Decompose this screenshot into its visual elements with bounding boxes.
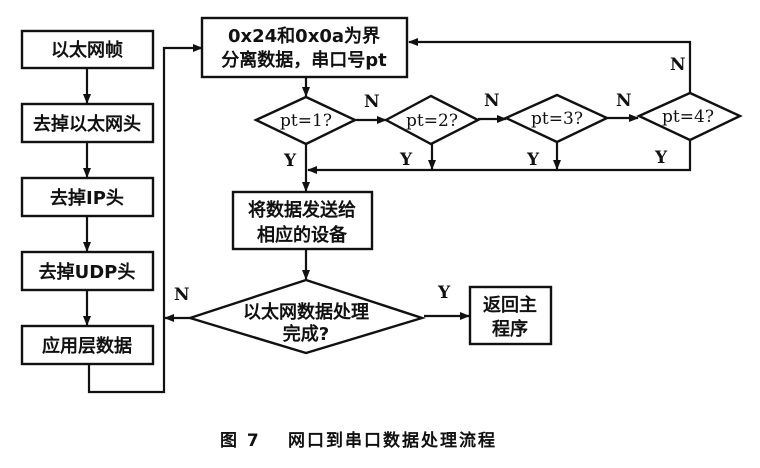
decision-pt1: pt=1? [253, 95, 358, 146]
box-app-data: 应用层数据 [20, 324, 155, 366]
label-pt4-no: N [670, 55, 686, 75]
decision-pt4-label: pt=4? [662, 107, 714, 127]
box-strip-udp: 去掉UDP头 [20, 250, 155, 292]
decision-pt4: pt=4? [636, 91, 743, 142]
box-separate-line2: 分离数据，串口号pt [221, 49, 387, 71]
decision-pt1-label: pt=1? [280, 111, 332, 131]
box-separate-line1: 0x24和0x0a为界 [228, 25, 380, 47]
box-strip-eth-label: 去掉以太网头 [33, 113, 141, 135]
merge-line-yes [307, 140, 692, 174]
decision-pt2-label: pt=2? [406, 111, 458, 131]
figure-title: 网口到串口数据处理流程 [288, 430, 497, 451]
label-pt1-yes: Y [283, 151, 297, 171]
box-app-data-label: 应用层数据 [42, 335, 132, 357]
decision-pt3-label: pt=3? [531, 109, 583, 129]
box-strip-eth: 去掉以太网头 [20, 102, 155, 144]
box-eth-frame-label: 以太网帧 [51, 39, 123, 61]
label-pt2-yes: Y [399, 150, 413, 170]
label-pt1-no: N [364, 92, 380, 112]
box-return-line2: 程序 [492, 318, 528, 340]
box-send-line1: 将数据发送给 [248, 199, 356, 221]
label-pt2-no: N [484, 91, 500, 111]
decision-done-line2: 完成? [283, 323, 329, 345]
label-pt4-yes: Y [654, 148, 668, 168]
label-pt3-yes: Y [526, 150, 540, 170]
label-pt3-no: N [616, 91, 632, 111]
box-send: 将数据发送给 相应的设备 [231, 190, 374, 251]
decision-done-line1: 以太网数据处理 [243, 301, 369, 323]
label-done-no: N [174, 285, 190, 305]
box-return: 返回主 程序 [468, 285, 553, 346]
box-strip-ip: 去掉IP头 [20, 176, 155, 218]
box-send-line2: 相应的设备 [257, 224, 348, 246]
box-strip-ip-label: 去掉IP头 [50, 187, 124, 209]
box-eth-frame: 以太网帧 [20, 29, 155, 70]
arrow-pt4-no-loop [408, 38, 692, 93]
arrow-app-data-to-separate [87, 44, 203, 394]
box-return-line1: 返回主 [483, 294, 537, 316]
label-done-yes: Y [437, 283, 451, 303]
figure-label: 图 7 [220, 431, 261, 451]
decision-pt2: pt=2? [383, 94, 481, 146]
decision-pt3: pt=3? [503, 93, 610, 144]
box-separate: 0x24和0x0a为界 分离数据，串口号pt [200, 16, 409, 79]
decision-done: 以太网数据处理 完成? [186, 278, 426, 355]
box-strip-udp-label: 去掉UDP头 [39, 261, 136, 283]
